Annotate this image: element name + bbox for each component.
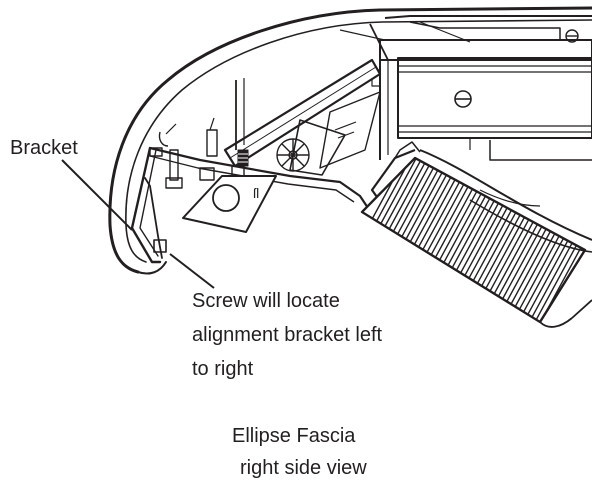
leader-lines: [61, 159, 215, 289]
screw-head-icon: [454, 90, 472, 108]
gear-icon: [276, 138, 310, 172]
figure-caption: Ellipse Fascia right side view: [232, 425, 367, 479]
screw-leader-line: [169, 253, 215, 289]
bracket-leader-line: [61, 159, 133, 231]
screw-note: Screw will locate alignment bracket left…: [192, 290, 388, 380]
screw-note-line-1: Screw will locate: [192, 290, 340, 312]
ribbed-grip: [360, 156, 587, 324]
caption-line-2: right side view: [240, 457, 367, 479]
screw-note-line-3: to right: [192, 358, 254, 380]
fascia-shell: [108, 6, 592, 275]
hardware-details: [158, 117, 249, 189]
upper-housing: [371, 15, 592, 161]
diagonal-arm: [223, 23, 389, 168]
top-right-screw-icon: [565, 29, 579, 43]
svg-text:ſl: ſl: [253, 185, 259, 201]
lower-right-housing: [419, 149, 592, 328]
alignment-bracket: [130, 146, 167, 264]
caption-line-1: Ellipse Fascia: [232, 425, 356, 447]
pivot-plate: ſl: [182, 175, 277, 233]
screw-note-line-2: alignment bracket left: [192, 324, 383, 346]
bracket-label: Bracket: [10, 137, 78, 159]
